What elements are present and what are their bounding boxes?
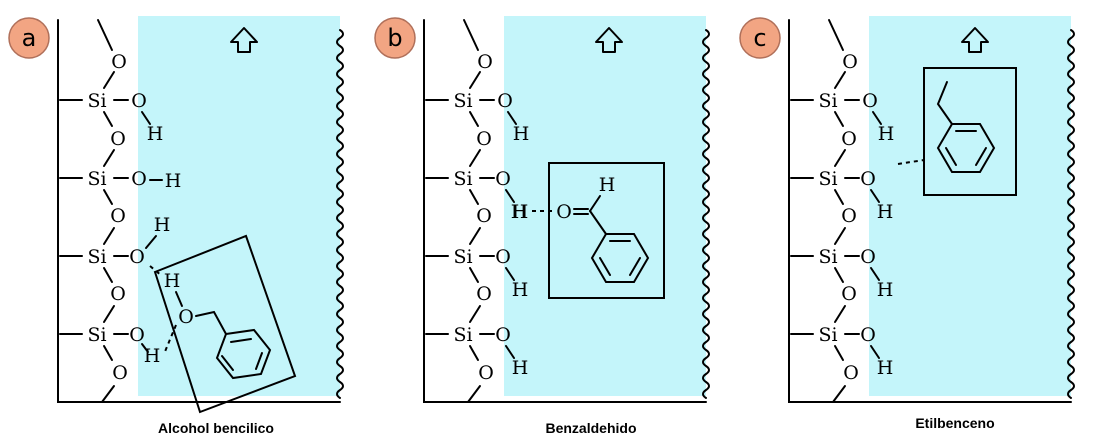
wavy-wall (702, 29, 710, 399)
svg-text:O: O (131, 168, 147, 190)
panel-label: a (22, 24, 37, 52)
svg-text:H: H (512, 201, 529, 223)
svg-text:H: H (513, 123, 530, 145)
ethylbenzene-molecule (897, 67, 1017, 196)
svg-text:Si: Si (818, 324, 837, 346)
wavy-wall (1067, 29, 1075, 399)
svg-text:O: O (129, 324, 145, 346)
panel-label: c (753, 24, 766, 52)
svg-text:H: H (599, 174, 616, 196)
svg-text:O: O (495, 324, 511, 346)
svg-text:O: O (842, 51, 858, 73)
svg-text:O: O (476, 205, 492, 227)
svg-text:H: H (511, 201, 528, 223)
svg-text:O: O (129, 246, 145, 268)
svg-text:H: H (165, 170, 182, 192)
svg-text:O: O (112, 362, 128, 384)
svg-text:H: H (878, 123, 895, 145)
silanol-chain: O Si O H O Si O H O Si O H (790, 19, 895, 403)
solvent-channel (869, 16, 1071, 396)
svg-text:Si: Si (818, 246, 837, 268)
svg-text:H: H (147, 123, 164, 145)
svg-text:O: O (495, 168, 511, 190)
svg-text:O: O (860, 246, 876, 268)
solvent-channel (504, 16, 706, 396)
svg-text:O: O (495, 246, 511, 268)
svg-text:Si: Si (453, 90, 472, 112)
svg-text:O: O (131, 90, 147, 112)
svg-text:O: O (860, 168, 876, 190)
svg-text:O: O (477, 51, 493, 73)
panel-label: b (387, 24, 402, 52)
panel-b: b O Si O H O Si O H O Si (374, 16, 710, 436)
panel-label-badge (739, 17, 781, 59)
wavy-wall (336, 29, 344, 399)
svg-text:O: O (111, 51, 127, 73)
svg-text:O: O (476, 283, 492, 305)
silanol-chain: O Si O H O Si O H O Si O H (59, 19, 182, 403)
caption: Benzaldehido (545, 420, 636, 436)
svg-text:O: O (556, 201, 572, 223)
svg-text:O: O (841, 205, 857, 227)
svg-text:O: O (110, 283, 126, 305)
panel-label-badge (8, 17, 50, 59)
svg-text:O: O (110, 128, 126, 150)
svg-text:O: O (110, 205, 126, 227)
svg-text:H: H (144, 345, 161, 367)
svg-text:O: O (497, 90, 513, 112)
svg-text:Si: Si (87, 324, 106, 346)
svg-text:Si: Si (818, 168, 837, 190)
svg-text:O: O (862, 90, 878, 112)
panel-a: a O Si O H O Si O H O (8, 16, 344, 436)
svg-text:H: H (512, 357, 529, 379)
svg-text:Si: Si (818, 90, 837, 112)
up-arrow-outline-icon (595, 27, 623, 53)
svg-text:O: O (841, 283, 857, 305)
svg-text:H: H (512, 279, 529, 301)
svg-text:O: O (478, 362, 494, 384)
svg-text:Si: Si (87, 90, 106, 112)
svg-text:Si: Si (453, 168, 472, 190)
svg-text:H: H (877, 357, 894, 379)
svg-text:O: O (841, 128, 857, 150)
caption: Etilbenceno (915, 415, 994, 431)
svg-text:H: H (164, 270, 181, 292)
svg-text:H: H (154, 214, 171, 236)
svg-text:H: H (877, 279, 894, 301)
svg-text:O: O (843, 362, 859, 384)
benzaldehyde-molecule: H O H (511, 162, 665, 299)
panel-c: c O Si O H O Si O H O Si (739, 16, 1075, 431)
up-arrow-outline-icon (961, 27, 989, 53)
svg-text:Si: Si (453, 324, 472, 346)
caption: Alcohol bencilico (158, 420, 274, 436)
svg-text:O: O (860, 324, 876, 346)
svg-text:Si: Si (453, 246, 472, 268)
solvent-channel (138, 16, 340, 396)
benzyl-alcohol-molecule: H O (149, 234, 297, 414)
svg-text:Si: Si (87, 168, 106, 190)
up-arrow-outline-icon (230, 27, 258, 53)
svg-text:H: H (877, 201, 894, 223)
svg-text:O: O (476, 128, 492, 150)
panel-label-badge (374, 17, 416, 59)
silanol-chain: O Si O H O Si O H O Si O H (425, 19, 530, 403)
svg-text:Si: Si (87, 246, 106, 268)
svg-text:O: O (178, 306, 194, 328)
